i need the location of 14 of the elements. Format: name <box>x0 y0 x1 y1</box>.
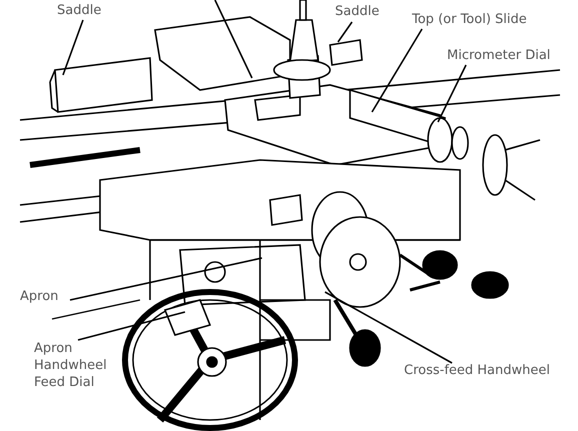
leader-line <box>371 28 423 112</box>
leader-line <box>62 20 84 76</box>
part-label: Saddle <box>335 3 405 20</box>
leader-line <box>337 22 353 42</box>
part-label: Top (or Tool) Slide <box>412 11 562 28</box>
part-label: Micrometer Dial <box>447 47 577 64</box>
part-label: Saddle <box>57 2 127 19</box>
part-label: Cross-feed Handwheel <box>404 362 578 379</box>
part-label: Apron Handwheel Feed Dial <box>34 340 134 391</box>
leader-line <box>437 64 467 122</box>
leader-line <box>324 291 452 364</box>
leader-line <box>78 311 186 341</box>
leader-line <box>70 257 262 301</box>
part-label: Apron <box>20 288 80 305</box>
